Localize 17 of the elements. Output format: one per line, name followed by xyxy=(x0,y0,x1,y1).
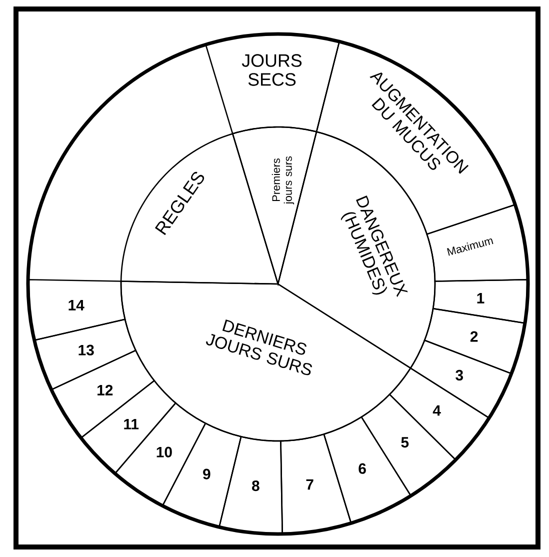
sector-label: Maximum xyxy=(447,238,494,256)
day-number: 4 xyxy=(432,405,441,416)
day-number: 14 xyxy=(68,300,84,310)
day-number: 13 xyxy=(78,344,94,356)
day-number: 11 xyxy=(124,418,139,430)
day-number: 8 xyxy=(252,480,260,492)
day-number: 6 xyxy=(358,463,366,474)
day-number: 1 xyxy=(477,293,484,304)
day-number: 12 xyxy=(98,384,113,396)
day-number: 9 xyxy=(203,468,210,480)
day-number: 3 xyxy=(456,370,463,380)
sector-label: JOURS SECS xyxy=(242,54,302,86)
day-number: 2 xyxy=(470,331,478,342)
day-number: 5 xyxy=(401,437,409,448)
day-number: 10 xyxy=(156,446,172,458)
day-number: 7 xyxy=(306,479,314,490)
sector-label: Premiers jours surs xyxy=(272,156,294,204)
